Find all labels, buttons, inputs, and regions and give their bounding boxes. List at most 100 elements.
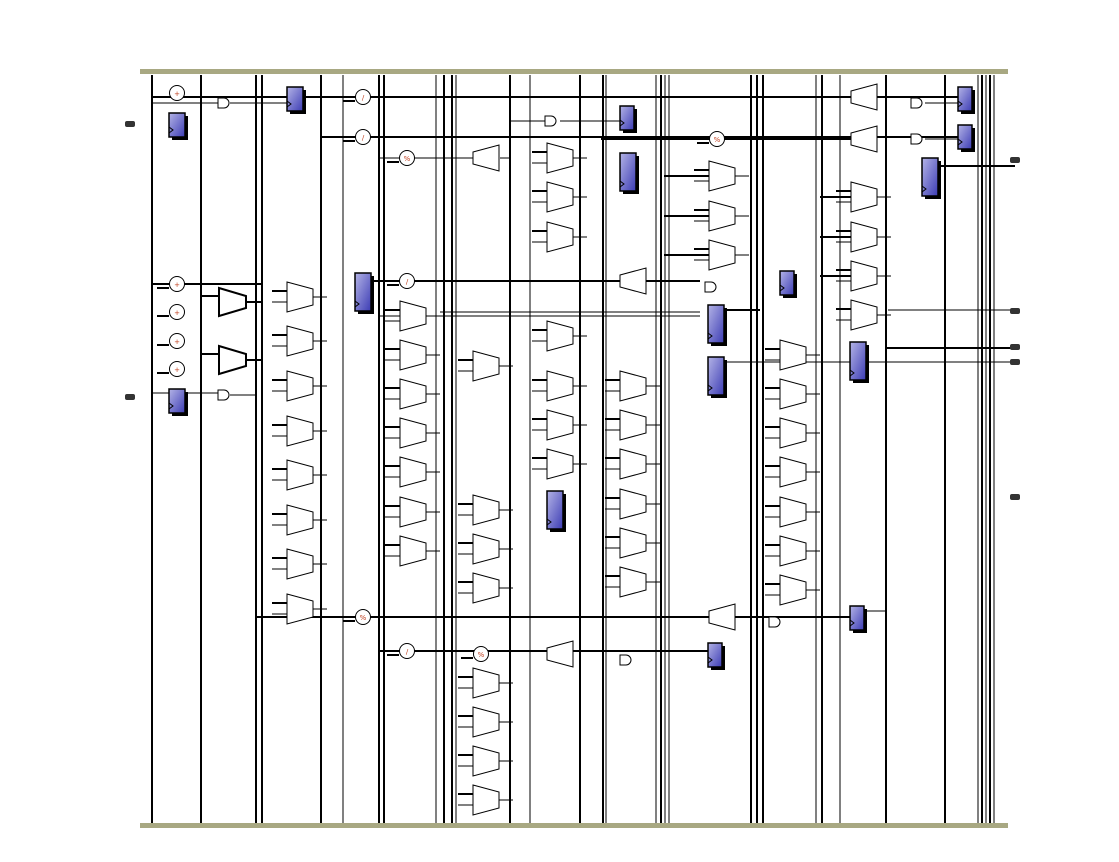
cells-layer: +//%%++++/%/% bbox=[125, 83, 1020, 816]
operator-modulo-symbol: % bbox=[404, 155, 411, 163]
mux-cell bbox=[708, 239, 736, 271]
mux-cell bbox=[619, 267, 647, 295]
operator-add-symbol: + bbox=[174, 309, 180, 317]
mux-cell bbox=[399, 417, 427, 449]
mux-cell bbox=[286, 415, 314, 447]
mux-cell bbox=[779, 535, 807, 567]
mux-cell bbox=[286, 459, 314, 491]
mux-cell bbox=[619, 566, 647, 598]
register-cell bbox=[707, 642, 723, 668]
clock-pin-icon bbox=[957, 138, 963, 146]
clock-pin-icon bbox=[849, 619, 855, 627]
operator-modulo-cell bbox=[473, 646, 489, 662]
mux-cell bbox=[399, 496, 427, 528]
register-cell bbox=[707, 304, 725, 344]
mux-cell bbox=[472, 572, 500, 604]
mux-cell bbox=[546, 448, 574, 480]
operator-add-cell bbox=[169, 85, 185, 101]
mux-cell bbox=[708, 603, 736, 631]
operator-add-symbol: + bbox=[174, 338, 180, 346]
mux-cell bbox=[286, 370, 314, 402]
operator-divide-cell bbox=[399, 273, 415, 289]
register-cell bbox=[168, 388, 186, 414]
clock-pin-icon bbox=[286, 100, 292, 108]
register-cell bbox=[849, 605, 865, 631]
mux-cell bbox=[850, 260, 878, 292]
register-cell bbox=[779, 270, 795, 296]
mux-cell bbox=[472, 784, 500, 816]
comparator-cell bbox=[218, 344, 247, 376]
output-port-icon bbox=[1010, 308, 1020, 314]
output-port-icon bbox=[1010, 494, 1020, 500]
operator-divide-cell bbox=[355, 129, 371, 145]
wires-layer bbox=[151, 75, 1015, 823]
and-gate bbox=[217, 97, 230, 109]
and-gate bbox=[768, 616, 781, 628]
mux-cell bbox=[619, 448, 647, 480]
frame-bottom-border bbox=[140, 823, 1008, 828]
operator-add-symbol: + bbox=[174, 281, 180, 289]
mux-cell bbox=[619, 527, 647, 559]
clock-pin-icon bbox=[354, 300, 360, 308]
register-cell bbox=[354, 272, 372, 312]
mux-cell bbox=[472, 144, 500, 172]
and-gate bbox=[910, 133, 923, 145]
operator-add-cell bbox=[169, 361, 185, 377]
mux-cell bbox=[850, 181, 878, 213]
and-gate bbox=[619, 654, 632, 666]
mux-cell bbox=[850, 83, 878, 111]
operator-modulo-cell bbox=[709, 131, 725, 147]
mux-cell bbox=[472, 745, 500, 777]
mux-cell bbox=[286, 281, 314, 313]
operator-modulo-cell bbox=[399, 150, 415, 166]
register-cell bbox=[286, 86, 304, 112]
clock-pin-icon bbox=[957, 100, 963, 108]
operator-modulo-cell bbox=[355, 609, 371, 625]
mux-cell bbox=[472, 706, 500, 738]
mux-cell bbox=[286, 593, 314, 625]
register-cell bbox=[849, 341, 867, 381]
mux-cell bbox=[546, 370, 574, 402]
mux-cell bbox=[399, 378, 427, 410]
operator-modulo-symbol: % bbox=[714, 136, 721, 144]
mux-cell bbox=[546, 640, 574, 668]
mux-cell bbox=[472, 350, 500, 382]
register-cell bbox=[546, 490, 564, 530]
operator-add-symbol: + bbox=[174, 366, 180, 374]
clock-pin-icon bbox=[168, 126, 174, 134]
mux-cell bbox=[779, 378, 807, 410]
and-gate bbox=[910, 97, 923, 109]
frame-top-border bbox=[140, 69, 1008, 74]
mux-cell bbox=[546, 221, 574, 253]
input-port-icon bbox=[125, 121, 135, 127]
register-cell bbox=[957, 124, 973, 150]
register-cell bbox=[921, 157, 939, 197]
and-gate bbox=[704, 281, 717, 293]
mux-cell bbox=[850, 125, 878, 153]
clock-pin-icon bbox=[921, 185, 927, 193]
operator-divide-cell bbox=[399, 643, 415, 659]
mux-cell bbox=[286, 325, 314, 357]
clock-pin-icon bbox=[779, 284, 785, 292]
mux-cell bbox=[472, 494, 500, 526]
output-port-icon bbox=[1010, 344, 1020, 350]
mux-cell bbox=[399, 456, 427, 488]
mux-cell bbox=[619, 409, 647, 441]
operator-divide-symbol: / bbox=[406, 278, 409, 286]
mux-cell bbox=[286, 504, 314, 536]
operator-add-cell bbox=[169, 304, 185, 320]
clock-pin-icon bbox=[619, 180, 625, 188]
mux-cell bbox=[708, 160, 736, 192]
and-gate bbox=[217, 389, 230, 401]
operator-modulo-symbol: % bbox=[478, 651, 485, 659]
mux-cell bbox=[399, 535, 427, 567]
mux-cell bbox=[779, 417, 807, 449]
operator-divide-cell bbox=[355, 89, 371, 105]
mux-cell bbox=[399, 300, 427, 332]
mux-cell bbox=[619, 488, 647, 520]
mux-cell bbox=[779, 339, 807, 371]
mux-cell bbox=[779, 456, 807, 488]
mux-cell bbox=[619, 370, 647, 402]
clock-pin-icon bbox=[168, 402, 174, 410]
